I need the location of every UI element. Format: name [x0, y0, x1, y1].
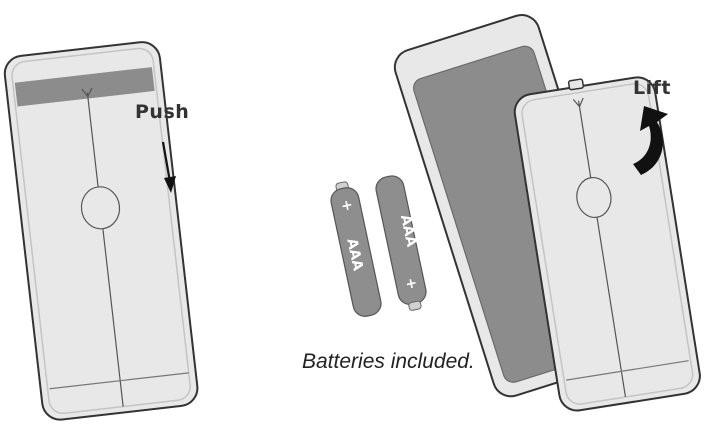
battery-right-body [375, 175, 427, 306]
battery-left: + AAA [330, 181, 382, 317]
battery-right: AAA + [375, 175, 427, 311]
battery-left-body [330, 187, 382, 317]
left-remote-latch [81, 87, 93, 98]
left-remote-inner-edge [11, 47, 191, 415]
push-label: Push [135, 101, 190, 123]
left-remote-bottom-line [49, 372, 189, 390]
lift-arrow-icon [633, 106, 668, 175]
battery-left-plus: + [340, 197, 355, 215]
battery-left-type-label: AAA [343, 237, 365, 272]
cover-inner-edge [521, 83, 694, 405]
cover-oval-button [576, 176, 612, 219]
battery-right-plus: + [404, 275, 419, 293]
cover-latch [572, 97, 584, 108]
left-remote-oval-button [80, 186, 121, 230]
cover-center-seam [577, 100, 627, 398]
left-remote-center-seam [86, 92, 124, 407]
push-arrow-icon [161, 141, 176, 193]
left-remote-compartment-strip [14, 67, 155, 107]
battery-right-nub [408, 300, 422, 311]
lift-label: Lift [633, 77, 671, 99]
battery-right-type-label: AAA [397, 213, 419, 248]
left-remote-body [3, 41, 199, 421]
left-remote [3, 41, 199, 421]
batteries-caption: Batteries included. [302, 350, 475, 373]
cover-tab [567, 78, 585, 91]
cover-bottom-line [566, 360, 689, 381]
